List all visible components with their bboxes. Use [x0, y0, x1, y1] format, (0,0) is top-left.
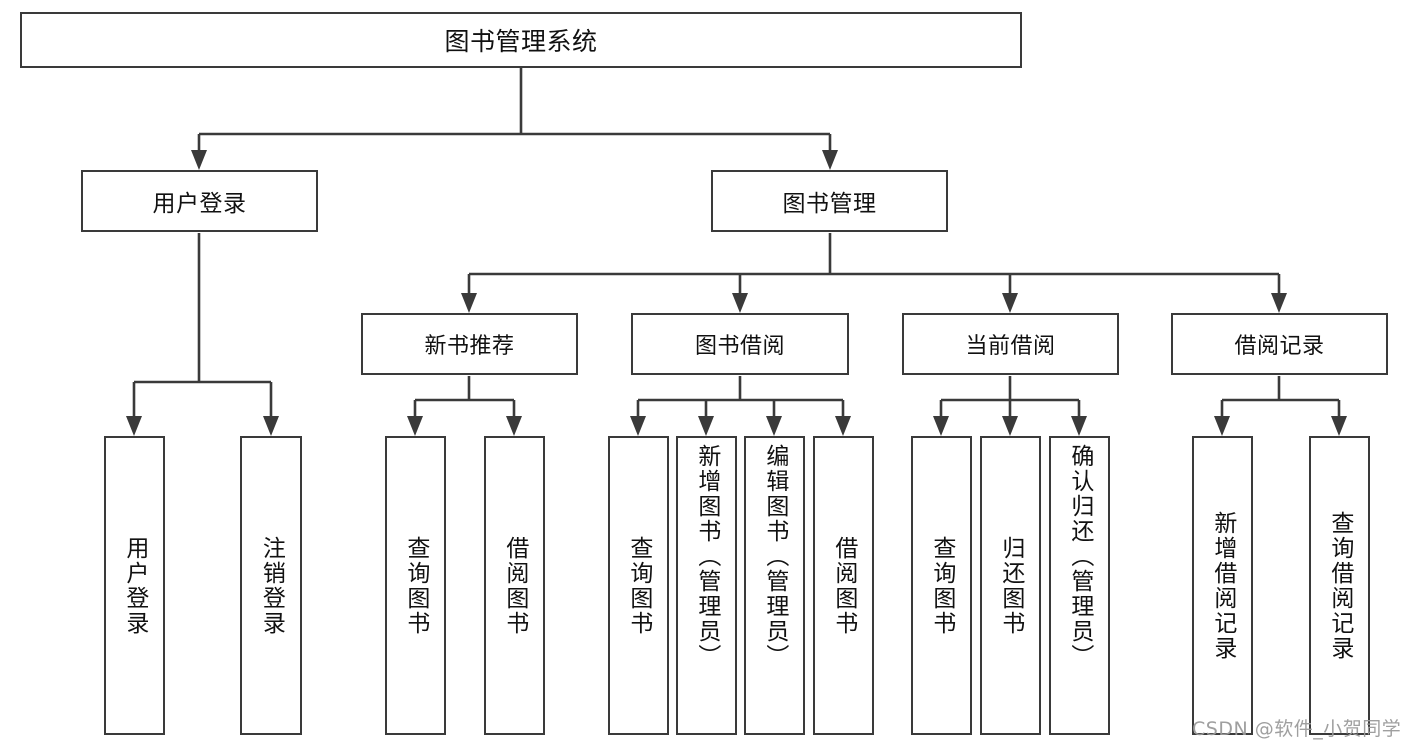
node-label: 确认归还（管理员）: [1066, 444, 1093, 669]
node-label: 图书管理系统: [444, 27, 598, 56]
node-root-system[interactable]: 图书管理系统: [20, 12, 1022, 68]
node-new-book-recommend[interactable]: 新书推荐: [361, 313, 578, 375]
node-label: 新增图书（管理员）: [693, 444, 720, 669]
node-book-borrow[interactable]: 图书借阅: [631, 313, 849, 375]
node-user-login[interactable]: 用户登录: [81, 170, 318, 232]
node-leaf-user-login[interactable]: 用户登录: [104, 436, 165, 735]
node-leaf-borrow-book-2[interactable]: 借阅图书: [813, 436, 874, 735]
node-leaf-query-book-3[interactable]: 查询图书: [911, 436, 972, 735]
node-label: 新书推荐: [424, 334, 515, 359]
node-label: 用户登录: [121, 535, 148, 636]
node-label: 借阅图书: [830, 535, 857, 636]
node-label: 查询图书: [928, 535, 955, 636]
node-leaf-add-record[interactable]: 新增借阅记录: [1192, 436, 1253, 735]
node-label: 图书管理: [782, 191, 877, 217]
node-label: 编辑图书（管理员）: [761, 444, 788, 669]
node-label: 图书借阅: [694, 334, 785, 359]
node-label: 借阅记录: [1234, 334, 1325, 359]
node-label: 注销登录: [258, 535, 285, 636]
node-label: 查询图书: [402, 535, 429, 636]
node-book-management[interactable]: 图书管理: [711, 170, 948, 232]
node-leaf-query-record[interactable]: 查询借阅记录: [1309, 436, 1370, 735]
node-borrow-record[interactable]: 借阅记录: [1171, 313, 1388, 375]
node-leaf-confirm-return[interactable]: 确认归还（管理员）: [1049, 436, 1110, 735]
node-leaf-edit-book[interactable]: 编辑图书（管理员）: [744, 436, 805, 735]
node-label: 查询借阅记录: [1326, 510, 1353, 661]
node-label: 用户登录: [152, 191, 247, 217]
node-leaf-logout[interactable]: 注销登录: [240, 436, 302, 735]
node-label: 当前借阅: [965, 334, 1056, 359]
node-label: 新增借阅记录: [1209, 510, 1236, 661]
node-leaf-borrow-book-1[interactable]: 借阅图书: [484, 436, 545, 735]
node-leaf-query-book-1[interactable]: 查询图书: [385, 436, 446, 735]
node-current-borrow[interactable]: 当前借阅: [902, 313, 1119, 375]
node-leaf-add-book[interactable]: 新增图书（管理员）: [676, 436, 737, 735]
node-label: 查询图书: [625, 535, 652, 636]
node-label: 归还图书: [997, 535, 1024, 636]
node-label: 借阅图书: [501, 535, 528, 636]
node-leaf-query-book-2[interactable]: 查询图书: [608, 436, 669, 735]
node-leaf-return-book[interactable]: 归还图书: [980, 436, 1041, 735]
